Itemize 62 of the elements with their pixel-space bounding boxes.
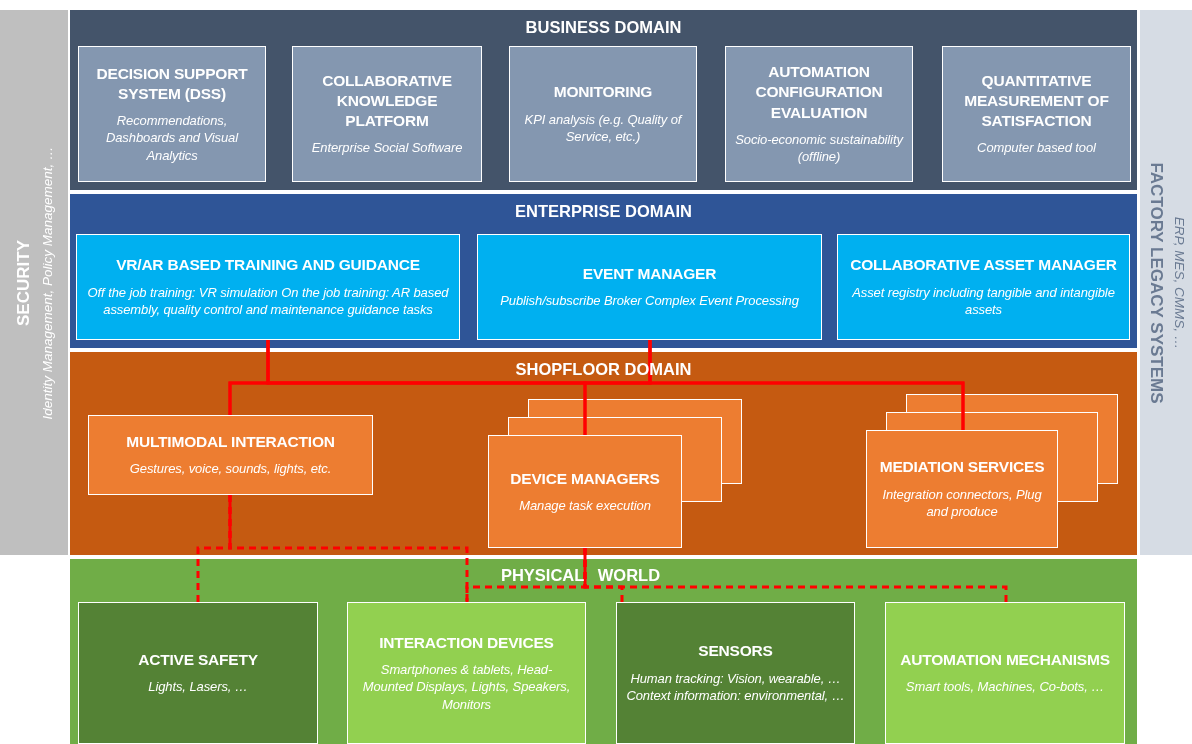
component-description: Off the job training: VR simulation On the job training: AR based assembly, quality control and maintenance guidance tasks: [86, 283, 450, 319]
band-description: ERP, MES, CMMS, …: [1171, 216, 1187, 349]
domain-band: [70, 10, 1137, 190]
component-box: [488, 435, 682, 548]
component-box: [477, 234, 822, 340]
component-box: [509, 46, 697, 182]
component-description: Socio-economic sustainability (offline): [734, 130, 904, 166]
component-box: [78, 46, 266, 182]
component-title: VR/AR BASED TRAINING AND GUIDANCE: [116, 255, 420, 276]
component-description: Lights, Lasers, …: [148, 678, 248, 696]
band-title: FACTORY LEGACY SYSTEMS: [1145, 161, 1166, 404]
component-description: Integration connectors, Plug and produce: [881, 485, 1043, 521]
security-band: [0, 10, 68, 555]
domain-title: SHOPFLOOR DOMAIN: [515, 360, 692, 378]
component-title: MEDIATION SERVICES: [879, 457, 1045, 478]
component-box: [725, 46, 913, 182]
component-title: SENSORS: [698, 641, 773, 662]
component-box: [866, 430, 1058, 548]
connector-line: [648, 340, 965, 430]
component-title: MONITORING: [553, 82, 653, 103]
component-title: DEVICE MANAGERS: [510, 468, 660, 489]
domain-title: PHYSICAL WORLD: [500, 566, 661, 584]
legacy-systems-band: [1140, 10, 1192, 555]
band-title: SECURITY: [13, 239, 34, 326]
component-box: [347, 602, 586, 744]
domain-band: [70, 559, 1137, 744]
component-description: Publish/subscribe Broker Complex Event Processing: [500, 292, 799, 310]
component-title: COLLABORATIVE KNOWLEDGE PLATFORM: [321, 71, 453, 132]
connector-trunk: [228, 495, 232, 548]
component-box: [88, 415, 373, 495]
band-description: Identity Management, Policy Management, …: [39, 145, 55, 420]
component-description: Smart tools, Machines, Co-bots, …: [905, 678, 1105, 696]
component-description: Asset registry including tangible and intangible assets: [851, 283, 1116, 319]
component-description: Gestures, voice, sounds, lights, etc.: [129, 460, 332, 478]
component-description: Smartphones & tablets, Head-Mounted Displays, Lights, Speakers, Monitors: [361, 660, 572, 714]
component-title: QUANTITATIVE MEASUREMENT OF SATISFACTION: [963, 71, 1110, 132]
component-box: [885, 602, 1125, 744]
component-title: ACTIVE SAFETY: [138, 650, 258, 671]
component-description: Computer based tool: [977, 139, 1096, 157]
component-box: [292, 46, 482, 182]
component-title: AUTOMATION MECHANISMS: [900, 650, 1110, 671]
component-box: [616, 602, 855, 744]
domain-title: BUSINESS DOMAIN: [525, 18, 682, 36]
domain-band: [70, 194, 1137, 348]
component-box: [942, 46, 1131, 182]
component-title: DECISION SUPPORT SYSTEM (DSS): [95, 63, 249, 104]
component-description: Recommendations, Dashboards and Visual Analytics: [104, 111, 240, 165]
component-box: [76, 234, 460, 340]
component-description: Manage task execution: [519, 496, 651, 515]
component-description: KPI analysis (e.g. Quality of Service, etc.): [523, 110, 684, 146]
component-title: MULTIMODAL INTERACTION: [126, 432, 335, 453]
domain-band: [70, 352, 1137, 555]
component-box: [78, 602, 318, 744]
component-title: COLLABORATIVE ASSET MANAGER: [850, 255, 1117, 276]
domain-title: ENTERPRISE DOMAIN: [515, 202, 692, 220]
component-title: AUTOMATION CONFIGURATION EVALUATION: [754, 62, 884, 123]
component-description: Enterprise Social Software: [311, 139, 463, 157]
component-description: Human tracking: Vision, wearable, … Context information: environmental, …: [625, 669, 846, 705]
component-title: EVENT MANAGER: [582, 264, 717, 285]
connector-trunk: [583, 548, 587, 587]
component-box: [837, 234, 1130, 340]
component-title: INTERACTION DEVICES: [379, 632, 554, 653]
